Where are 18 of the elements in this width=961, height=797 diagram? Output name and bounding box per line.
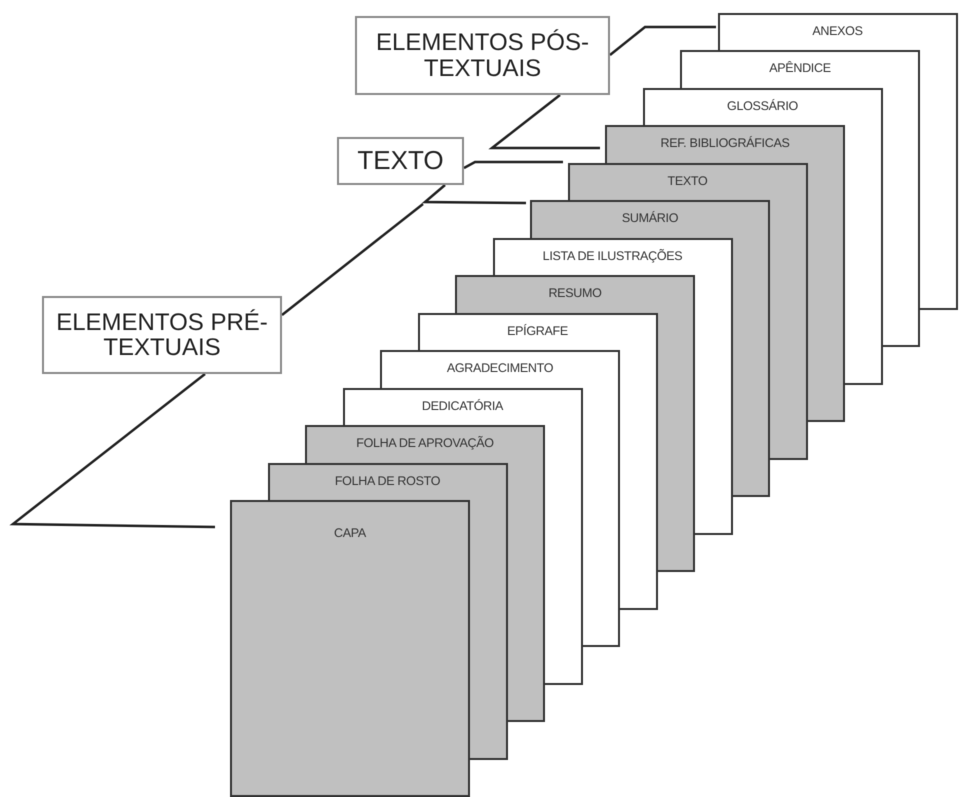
page-title: DEDICATÓRIA [420,398,504,412]
page-title: FOLHA DE APROVAÇÃO [355,436,495,450]
section-label: ELEMENTOS PRÉ-TEXTUAIS [42,296,282,374]
page-title: TEXTO [666,174,708,188]
page-title: SUMÁRIO [620,211,680,225]
page-sheet [230,500,470,797]
page-title: GLOSSÁRIO [726,98,799,112]
page-title: REF. BIBLIOGRÁFICAS [659,136,791,150]
page-title: FOLHA DE ROSTO [334,474,442,488]
page-title: ANEXOS [811,24,864,38]
section-label: ELEMENTOS PÓS- TEXTUAIS [355,16,610,95]
page-title: AGRADECIMENTO [446,361,554,375]
page-title: LISTA DE ILUSTRAÇÕES [542,248,684,262]
page-title: CAPA [333,526,367,540]
page-title: RESUMO [547,286,603,300]
page-title: EPÍGRAFE [506,324,569,338]
section-label: TEXTO [337,137,464,185]
page-title: APÊNDICE [768,61,832,75]
